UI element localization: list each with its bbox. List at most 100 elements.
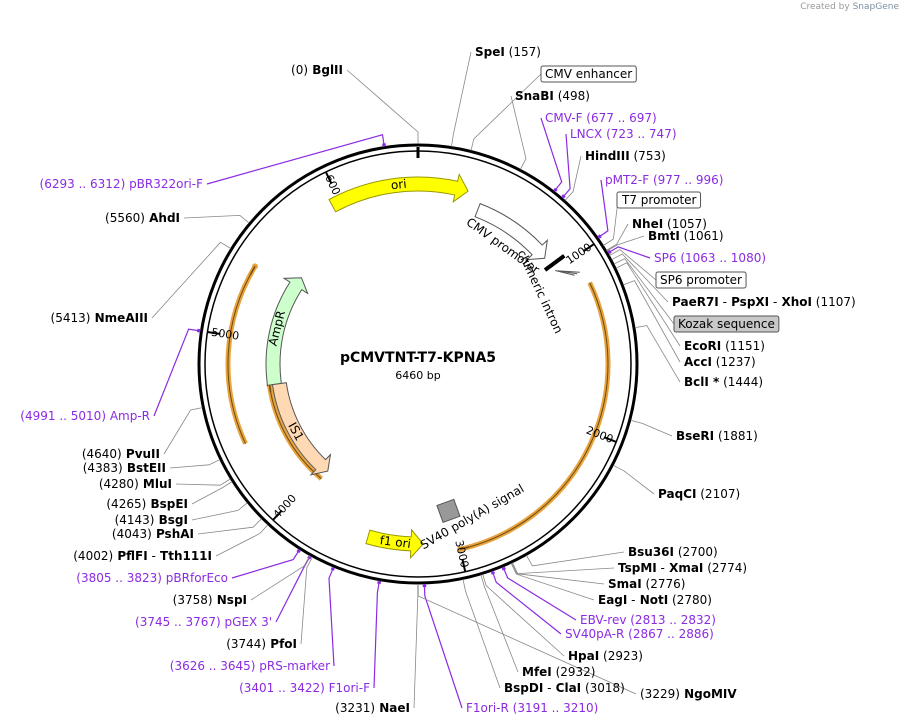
feature-box-label[interactable]: Kozak sequence <box>673 315 780 333</box>
feature-box-label[interactable]: SP6 promoter <box>655 271 747 289</box>
leader-line <box>510 563 595 601</box>
label-text: (4002) PflFI - Tth111I <box>73 549 212 563</box>
site-label[interactable]: SnaBI (498) <box>515 89 590 103</box>
site-label[interactable]: PaeR7I - PspXI - XhoI (1107) <box>672 295 856 309</box>
site-label[interactable]: SpeI (157) <box>475 45 541 59</box>
primer-label[interactable]: (4991 .. 5010) Amp-R <box>20 409 150 423</box>
label-part: (3191 .. 3210) <box>509 701 599 715</box>
label-text: TspMI - XmaI (2774) <box>618 561 747 575</box>
site-label[interactable]: (4383) BstEII <box>83 461 166 475</box>
primer-label[interactable]: SV40pA-R (2867 .. 2886) <box>565 627 714 641</box>
label-text: BseRI (1881) <box>676 429 758 443</box>
leader-line <box>346 69 419 144</box>
leader-line <box>206 133 385 185</box>
site-label[interactable]: (5413) NmeAIII <box>51 311 148 325</box>
site-label[interactable]: Bsu36I (2700) <box>628 545 718 559</box>
label-part: - <box>543 681 551 695</box>
leader-line <box>151 241 231 319</box>
site-label[interactable]: BseRI (1881) <box>676 429 758 443</box>
feature-box-label[interactable]: CMV enhancer <box>540 65 637 83</box>
label-part: (2813 .. 2832) <box>626 613 716 627</box>
primer-label[interactable]: CMV-F (677 .. 697) <box>545 111 657 125</box>
label-part: (3744) <box>226 637 266 651</box>
label-part: (4143) <box>115 513 155 527</box>
primer-label[interactable]: F1ori-R (3191 .. 3210) <box>466 701 598 715</box>
label-part: pGEX 3' <box>221 615 272 629</box>
label-part: BstEII <box>123 461 166 475</box>
label-part: CMV enhancer <box>545 67 632 81</box>
label-part: (1057) <box>663 217 707 231</box>
site-label[interactable]: TspMI - XmaI (2774) <box>618 561 747 575</box>
primer-label[interactable]: EBV-rev (2813 .. 2832) <box>580 613 716 627</box>
label-text: pMT2-F (977 .. 996) <box>605 173 723 187</box>
primer-label[interactable]: (3745 .. 3767) pGEX 3' <box>135 615 272 629</box>
site-label[interactable]: (0) BglII <box>291 63 343 77</box>
site-label[interactable]: (4640) PvuII <box>82 447 160 461</box>
label-text: SnaBI (498) <box>515 89 590 103</box>
label-part: Bsu36I <box>628 545 674 559</box>
f1-ori-label: f1 ori <box>379 533 412 551</box>
label-text: SV40pA-R (2867 .. 2886) <box>565 627 714 641</box>
site-label[interactable]: AccI (1237) <box>684 355 756 369</box>
label-part: PaqCI <box>658 487 696 501</box>
site-label[interactable]: NheI (1057) <box>632 217 707 231</box>
site-label[interactable]: EagI - NotI (2780) <box>598 593 712 607</box>
primer-label[interactable]: (6293 .. 6312) pBR322ori-F <box>40 177 204 191</box>
primer-label[interactable]: pMT2-F (977 .. 996) <box>605 173 723 187</box>
leader-line <box>300 556 313 645</box>
site-label[interactable]: (3758) NspI <box>173 593 247 607</box>
site-label[interactable]: MfeI (2932) <box>522 665 595 679</box>
leader-line <box>275 555 311 623</box>
site-label[interactable]: EcoRI (1151) <box>684 339 765 353</box>
site-label[interactable]: BmtI (1061) <box>648 229 724 243</box>
label-part: (1151) <box>721 339 765 353</box>
feature-box-label[interactable]: T7 promoter <box>616 191 702 209</box>
label-part: pBRforEco <box>162 571 228 585</box>
leader-line <box>470 73 542 151</box>
label-text: Kozak sequence <box>678 317 775 331</box>
primer-label[interactable]: (3805 .. 3823) pBRforEco <box>76 571 228 585</box>
ori-feature[interactable] <box>328 172 469 213</box>
site-label[interactable]: (3229) NgoMIV <box>640 687 737 701</box>
site-label[interactable]: SmaI (2776) <box>608 577 685 591</box>
label-part: (0) <box>291 63 308 77</box>
site-label[interactable]: (4265) BspEI <box>106 497 188 511</box>
leader-line <box>191 502 248 521</box>
f1-ori-feature[interactable] <box>365 528 424 560</box>
label-text: (5413) NmeAIII <box>51 311 148 325</box>
leader-line <box>526 551 625 567</box>
label-part: (4043) <box>112 527 152 541</box>
is1-feature[interactable] <box>271 382 332 476</box>
site-label[interactable]: (3744) PfoI <box>226 637 297 651</box>
primer-label[interactable]: (3626 .. 3645) pRS-marker <box>170 659 330 673</box>
label-part: EcoRI <box>684 339 721 353</box>
label-part: AccI <box>684 355 712 369</box>
site-label[interactable]: (4002) PflFI - Tth111I <box>73 549 212 563</box>
label-text: (3229) NgoMIV <box>640 687 737 701</box>
primer-mark <box>490 571 495 575</box>
intron-bar[interactable] <box>543 254 566 272</box>
site-label[interactable]: (5560) AhdI <box>105 211 180 225</box>
site-label[interactable]: BclI * (1444) <box>684 375 763 389</box>
label-part: Tth111I <box>156 549 212 563</box>
site-label[interactable]: (4143) BsgI <box>115 513 188 527</box>
site-label[interactable]: PaqCI (2107) <box>658 487 740 501</box>
site-label[interactable]: (4043) PshAI <box>112 527 194 541</box>
label-text: EagI - NotI (2780) <box>598 593 712 607</box>
label-part: (4002) <box>73 549 113 563</box>
primer-label[interactable]: LNCX (723 .. 747) <box>570 127 677 141</box>
label-text: (5560) AhdI <box>105 211 180 225</box>
primer-mark <box>197 328 201 333</box>
primer-label[interactable]: SP6 (1063 .. 1080) <box>654 251 766 265</box>
site-label[interactable]: HpaI (2923) <box>568 649 643 663</box>
site-label[interactable]: (4280) MluI <box>99 477 172 491</box>
primer-label[interactable]: (3401 .. 3422) F1ori-F <box>239 681 370 695</box>
site-label[interactable]: BspDI - ClaI (3018) <box>504 681 625 695</box>
cmv-promoter-feature[interactable] <box>474 202 549 261</box>
site-label[interactable]: HindIII (753) <box>585 149 666 163</box>
site-label[interactable]: (3231) NaeI <box>335 701 410 715</box>
label-text: (4265) BspEI <box>106 497 188 511</box>
sv40-polya-box[interactable] <box>436 498 461 524</box>
ampr-feature[interactable] <box>265 277 309 386</box>
label-text: (4640) PvuII <box>82 447 160 461</box>
